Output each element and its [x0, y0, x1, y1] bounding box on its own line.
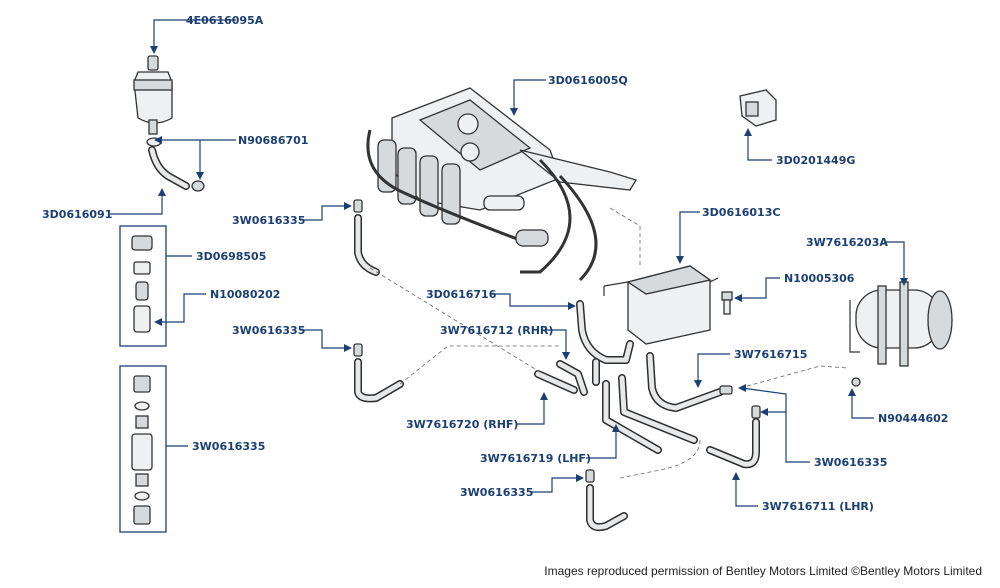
route-line: [739, 365, 849, 389]
arrowhead: [732, 472, 740, 480]
arrowhead: [694, 380, 702, 388]
pipe-rhr: [556, 358, 600, 396]
label-bracket[interactable]: 3D0201449G: [776, 154, 855, 167]
arrowhead: [612, 424, 620, 432]
kit-top-box: [119, 225, 167, 347]
label-kit-bottom[interactable]: 3W0616335: [192, 440, 265, 453]
label-filter[interactable]: 4E0616095A: [186, 14, 264, 27]
filter-part: [133, 55, 173, 135]
leader-line: [158, 293, 206, 323]
route-line: [609, 207, 641, 268]
leader-line: [110, 192, 163, 215]
leader-line: [300, 205, 348, 221]
leader-line: [513, 79, 546, 112]
arrowhead: [344, 344, 352, 352]
pipe-715: [646, 352, 733, 412]
kit-bottom-box: [119, 365, 167, 533]
label-compressor[interactable]: 3D0616005Q: [548, 74, 628, 87]
copyright-credit: Images reproduced permission of Bentley …: [544, 564, 982, 578]
kit-top-parts: [131, 235, 153, 333]
leader-line: [160, 139, 236, 174]
label-pipe-rhf[interactable]: 3W7616720 (RHF): [406, 418, 518, 431]
union-and-pipe-bottom: [585, 469, 628, 532]
label-valve-bolt[interactable]: N10005306: [784, 272, 855, 285]
arrowhead: [744, 128, 752, 136]
leader-line: [153, 19, 236, 50]
leader-line: [741, 387, 787, 412]
pipe-rhf: [534, 370, 578, 394]
clamp-and-hose: [146, 137, 205, 192]
route-line: [369, 267, 541, 373]
route-line: [399, 345, 560, 385]
union-and-pipe-top-left: [353, 199, 380, 276]
union-and-pipe-mid-left: [353, 343, 404, 403]
arrowhead: [760, 408, 768, 416]
arrowhead: [158, 188, 166, 196]
leader-line: [764, 411, 810, 463]
label-pipe-rhr[interactable]: 3W7616712 (RHR): [440, 324, 553, 337]
label-kit-top[interactable]: 3D0698505: [196, 250, 266, 263]
label-reservoir[interactable]: 3W7616203A: [806, 236, 888, 249]
label-union-mid-left[interactable]: 3W0616335: [232, 324, 305, 337]
leader-line: [542, 329, 567, 356]
pipe-lhr: [706, 405, 761, 469]
label-filter-hose[interactable]: 3D0616091: [42, 208, 112, 221]
leader-line: [747, 132, 772, 161]
leader-line: [516, 396, 545, 425]
arrowhead: [196, 172, 204, 180]
arrowhead: [734, 294, 742, 302]
arrowhead: [576, 474, 584, 482]
arrowhead: [344, 202, 352, 210]
leader-line: [300, 329, 348, 349]
arrowhead: [540, 392, 548, 400]
arrowhead: [676, 256, 684, 264]
label-pipe-lhf[interactable]: 3W7616719 (LHF): [480, 452, 591, 465]
label-union-bottom[interactable]: 3W0616335: [460, 486, 533, 499]
leader-line: [490, 293, 572, 307]
reservoir-part: [849, 281, 953, 387]
label-pipe-716[interactable]: 3D0616716: [426, 288, 497, 301]
leader-line: [679, 211, 700, 260]
arrowhead: [848, 388, 856, 396]
arrowhead: [154, 318, 162, 326]
label-clamp[interactable]: N90686701: [238, 134, 308, 147]
pipe-716: [576, 300, 634, 364]
pipe-lhf: [602, 374, 698, 454]
arrowhead: [738, 384, 746, 392]
valve-bolt: [721, 291, 733, 315]
leader-line: [851, 392, 874, 419]
label-pipe-lhr[interactable]: 3W7616711 (LHR): [762, 500, 874, 513]
label-union-top-left[interactable]: 3W0616335: [232, 214, 305, 227]
leader-line: [735, 476, 758, 507]
bracket-part: [739, 89, 777, 127]
arrowhead: [568, 302, 576, 310]
valve-block-part: [603, 265, 719, 345]
leader-line: [530, 477, 580, 493]
leader-line: [586, 428, 617, 459]
label-pipe-715[interactable]: 3W7616715: [734, 348, 807, 361]
arrowhead: [510, 108, 518, 116]
leader-line: [884, 241, 905, 282]
label-reservoir-nut[interactable]: N90444602: [878, 412, 948, 425]
leader-line: [697, 353, 730, 384]
kit-bottom-parts: [131, 375, 153, 525]
arrowhead: [154, 136, 162, 144]
arrowhead: [150, 46, 158, 54]
label-bolt-kit[interactable]: N10080202: [210, 288, 280, 301]
label-valve-block[interactable]: 3D0616013C: [702, 206, 780, 219]
compressor-assembly: [366, 87, 637, 282]
label-union-right[interactable]: 3W0616335: [814, 456, 887, 469]
route-line: [619, 439, 701, 479]
arrowhead: [900, 278, 908, 286]
leader-line: [738, 277, 780, 299]
arrowhead: [562, 352, 570, 360]
